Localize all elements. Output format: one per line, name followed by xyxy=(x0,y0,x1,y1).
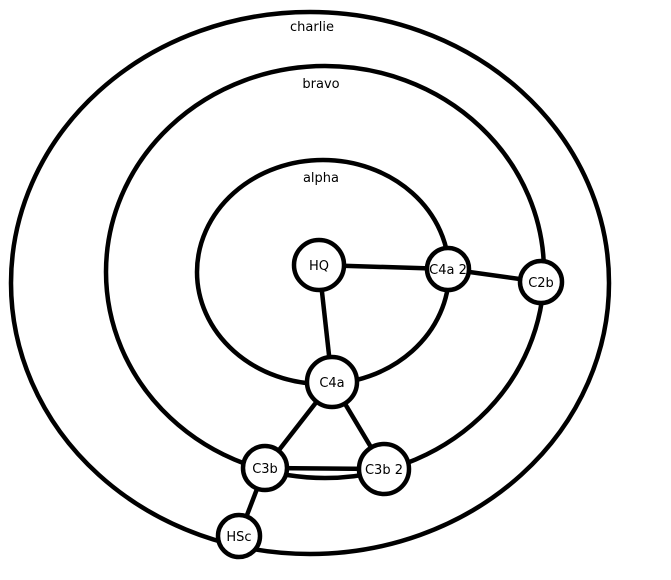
ring-charlie xyxy=(8,9,612,557)
node-circle[interactable] xyxy=(291,237,347,293)
node-C2b[interactable]: C2b xyxy=(517,258,565,306)
node-circle[interactable] xyxy=(304,354,360,410)
node-C3b[interactable]: C3b xyxy=(240,443,290,493)
node-HQ[interactable]: HQ xyxy=(291,237,347,293)
node-C3b2[interactable]: C3b 2 xyxy=(356,441,412,497)
node-label: HSc xyxy=(226,530,251,545)
node-label: HQ xyxy=(309,259,329,274)
node-circle[interactable] xyxy=(356,441,412,497)
node-circle[interactable] xyxy=(517,258,565,306)
node-circle[interactable] xyxy=(215,512,263,560)
node-C4a[interactable]: C4a xyxy=(304,354,360,410)
ring-label-charlie: charlie xyxy=(290,20,334,35)
node-C4a2[interactable]: C4a 2 xyxy=(424,245,472,293)
node-label: C4a 2 xyxy=(429,263,467,278)
node-circle[interactable] xyxy=(424,245,472,293)
node-HSc[interactable]: HSc xyxy=(215,512,263,560)
node-label: C3b 2 xyxy=(365,463,403,478)
node-circle[interactable] xyxy=(240,443,290,493)
ring-label-alpha: alpha xyxy=(303,171,339,186)
node-label: C4a xyxy=(319,376,344,391)
node-label: C2b xyxy=(528,276,554,291)
ring-label-bravo: bravo xyxy=(302,77,339,92)
node-label: C3b xyxy=(252,462,278,477)
